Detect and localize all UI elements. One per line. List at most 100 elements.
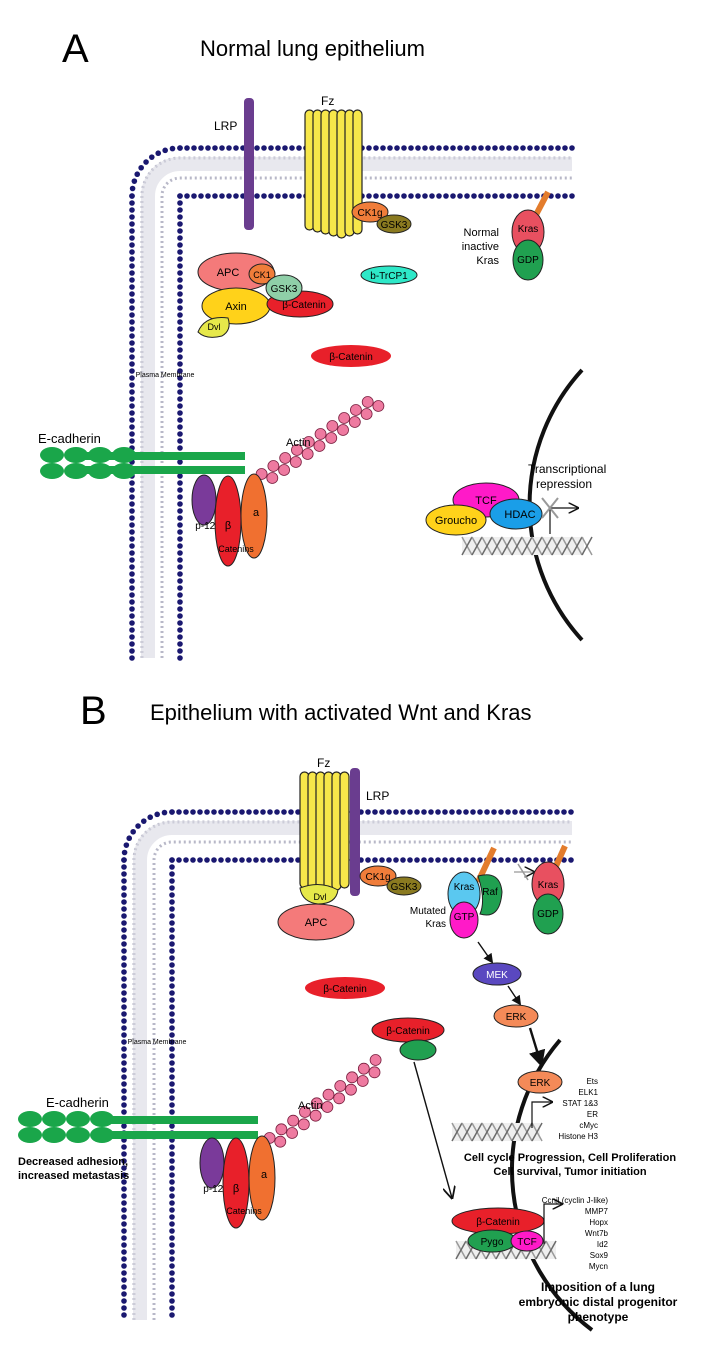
gsk3-a bbox=[265, 274, 303, 302]
actin-label-b: Actin bbox=[298, 1100, 322, 1112]
dna-helix-a bbox=[461, 536, 593, 556]
p120-label-b: p-120 bbox=[203, 1184, 229, 1195]
erk-nuclear-label-b: ERK bbox=[530, 1078, 551, 1089]
gtp-label-b: GTP bbox=[454, 912, 475, 923]
ecadherin-label-b: E-cadherin bbox=[46, 1095, 109, 1110]
gdp-label-a: GDP bbox=[517, 255, 539, 266]
btrcp1-label-a: b-TrCP1 bbox=[370, 271, 408, 282]
erk-label-b: ERK bbox=[506, 1012, 527, 1023]
beta-catenin-free-b bbox=[305, 977, 385, 999]
alpha-label-a: a bbox=[253, 507, 260, 519]
arrow-beta-catenin-nucleus bbox=[413, 1061, 452, 1198]
gsk3-label-a: GSK3 bbox=[271, 284, 298, 295]
ecadherin-a bbox=[40, 447, 245, 479]
wnt-target-0: Ccnjl (cyclin J-like) bbox=[542, 1196, 609, 1205]
tcf-b bbox=[510, 1230, 544, 1252]
apc-label-a: APC bbox=[217, 267, 240, 279]
p120-a bbox=[191, 474, 217, 526]
fz-label-b: Fz bbox=[317, 756, 330, 770]
alpha-catenin-a bbox=[240, 473, 268, 559]
ck1g-label-a: CK1g bbox=[357, 208, 382, 219]
actin-filament-a bbox=[255, 396, 385, 484]
p120-b bbox=[199, 1137, 225, 1189]
dna-helix-erk-b bbox=[451, 1122, 543, 1142]
wnt-target-6: Mycn bbox=[589, 1262, 608, 1271]
dvl-b bbox=[299, 884, 339, 905]
groucho-label-a: Groucho bbox=[435, 515, 477, 527]
mek-b bbox=[472, 962, 522, 986]
beta-catenin-free-a bbox=[311, 345, 391, 367]
ck1-a bbox=[248, 263, 276, 285]
arrow-mek-erk bbox=[507, 985, 522, 1006]
beta-catenin-complex-label-a: β-Catenin bbox=[282, 300, 326, 311]
beta-catenin-partner-b bbox=[399, 1039, 437, 1061]
beta-label-b: β bbox=[233, 1183, 239, 1195]
erk-transcription-arrow bbox=[531, 1102, 552, 1128]
raf-b bbox=[477, 874, 503, 916]
hdac-a bbox=[489, 498, 543, 530]
arrow-kras-mek bbox=[477, 941, 494, 964]
erk-target-3: ER bbox=[587, 1110, 598, 1119]
wnt-outcome-text-2: embryonic distal progenitor bbox=[519, 1295, 678, 1309]
plasma-membrane-a bbox=[129, 145, 575, 661]
gsk3-membrane-a bbox=[376, 214, 412, 234]
actin-filament-b bbox=[263, 1054, 382, 1148]
panel-b-title: Epithelium with activated Wnt and Kras bbox=[150, 700, 532, 725]
normal-kras-text-1: Normal bbox=[464, 227, 499, 239]
btrcp1-a bbox=[360, 265, 418, 285]
lrp-label-a: LRP bbox=[214, 119, 237, 133]
ck1g-b bbox=[359, 865, 397, 887]
fz-label-a: Fz bbox=[321, 94, 334, 108]
wnt-target-2: Hopx bbox=[589, 1218, 608, 1227]
wnt-target-1: MMP7 bbox=[585, 1207, 609, 1216]
wnt-target-3: Wnt7b bbox=[585, 1229, 609, 1238]
erk-target-0: Ets bbox=[586, 1077, 598, 1086]
beta-catenin-nuclear-label-b: β-Catenin bbox=[476, 1217, 520, 1228]
erk-b bbox=[493, 1004, 539, 1028]
normal-kras-text-2: inactive bbox=[462, 241, 499, 253]
frizzled-receptor-a bbox=[304, 109, 363, 239]
ecadherin-label-a: E-cadherin bbox=[38, 431, 101, 446]
tcf-label-b: TCF bbox=[517, 1237, 536, 1248]
mek-label-b: MEK bbox=[486, 970, 508, 981]
catenins-label-b: Catenins bbox=[226, 1206, 262, 1216]
normal-kras-text-3: Kras bbox=[476, 255, 499, 267]
panel-a-title: Normal lung epithelium bbox=[200, 36, 425, 61]
mutated-kras-label-b: Kras bbox=[454, 882, 475, 893]
apc-b bbox=[277, 903, 355, 941]
lrp-label-b: LRP bbox=[366, 789, 389, 803]
gsk3-membrane-label-a: GSK3 bbox=[381, 220, 408, 231]
ck1g-label-b: CK1g bbox=[365, 872, 390, 883]
wnt-transcription-arrow bbox=[543, 1204, 562, 1244]
gtp-b bbox=[449, 901, 479, 939]
hdac-label-a: HDAC bbox=[504, 509, 535, 521]
plasma-membrane-b bbox=[121, 809, 574, 1320]
alpha-catenin-b bbox=[248, 1135, 276, 1221]
beta-catenin-free-label-b: β-Catenin bbox=[323, 984, 367, 995]
tcf-label-a: TCF bbox=[475, 495, 497, 507]
ck1g-a bbox=[351, 201, 389, 223]
ck1-label-a: CK1 bbox=[253, 270, 271, 280]
lrp-receptor-b bbox=[350, 768, 360, 896]
arrow-erk-nucleus bbox=[528, 1027, 546, 1068]
alpha-label-b: a bbox=[261, 1169, 268, 1181]
dvl-label-b: Dvl bbox=[314, 892, 327, 902]
wnt-outcome-text-1: Imposition of a lung bbox=[541, 1280, 655, 1294]
adhesion-text-2: increased metastasis bbox=[18, 1170, 129, 1182]
erk-target-2: STAT 1&3 bbox=[562, 1099, 598, 1108]
dvl-a bbox=[197, 317, 230, 338]
panel-a-letter: A bbox=[62, 27, 89, 71]
gdp-b bbox=[532, 893, 564, 935]
kras-inactive-label-b: Kras bbox=[538, 880, 559, 891]
gsk3-b bbox=[386, 876, 422, 896]
plasma-membrane-label-b: Plasma Membrane bbox=[128, 1039, 187, 1046]
groucho-a bbox=[425, 504, 487, 536]
wnt-target-5: Sox9 bbox=[590, 1251, 609, 1260]
raf-label-b: Raf bbox=[482, 887, 498, 898]
kras-label-a: Kras bbox=[518, 224, 539, 235]
frizzled-receptor-b bbox=[299, 771, 350, 893]
erk-outcome-text-2: Cell survival, Tumor initiation bbox=[493, 1166, 646, 1178]
gdp-a bbox=[512, 239, 544, 281]
